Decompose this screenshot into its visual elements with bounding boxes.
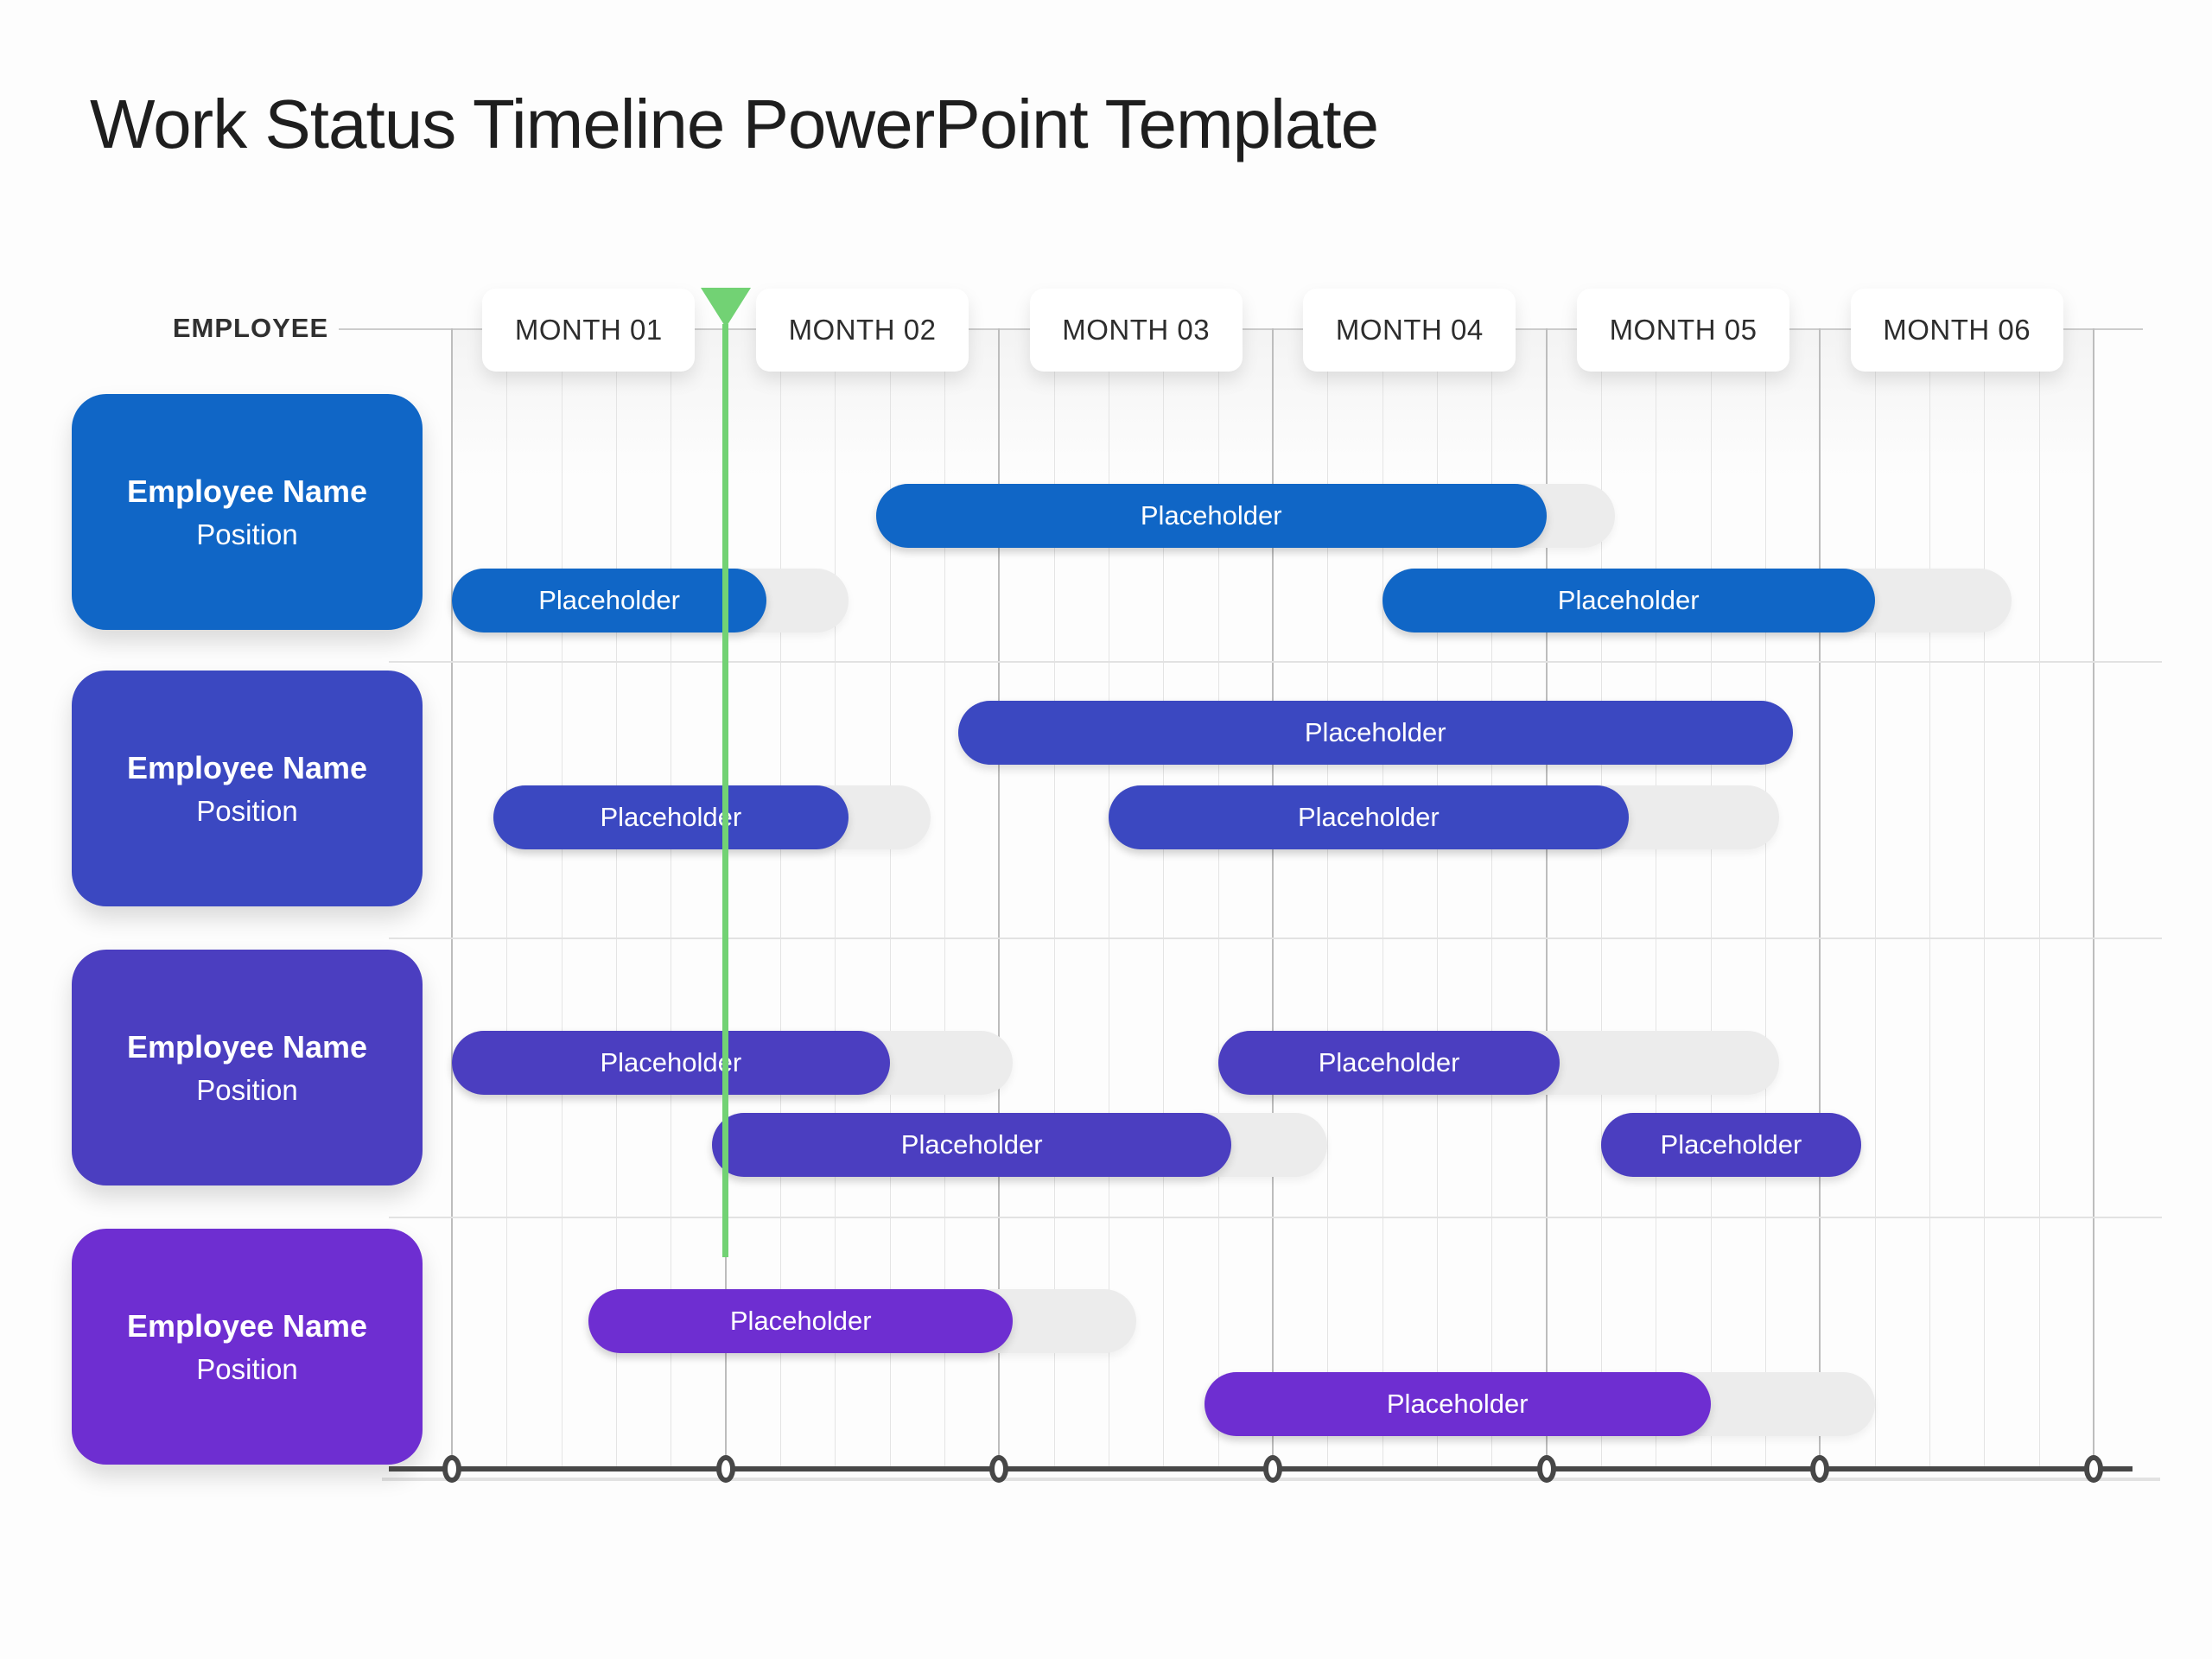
employee-name: Employee Name [126,1307,368,1344]
month-header-6[interactable]: MONTH 06 [1850,289,2063,372]
gantt-bar[interactable]: Placeholder [1382,569,1875,632]
gantt-bar-label: Placeholder [1297,802,1440,832]
month-boundary-gridline [2093,328,2094,1469]
row-separator-line [389,938,2162,939]
month-header-label: MONTH 04 [1335,314,1484,346]
minor-gridline [1437,328,1438,1469]
employee-position: Position [196,518,298,550]
month-header-5[interactable]: MONTH 05 [1577,289,1789,372]
axis-tick-marker [1810,1455,1830,1483]
row-separator-line [389,1217,2162,1218]
month-boundary-gridline [1545,328,1548,1469]
axis-tick-marker [1536,1455,1556,1483]
axis-tick-marker [2084,1455,2103,1483]
minor-gridline [1984,328,1986,1469]
gantt-bar-label: Placeholder [1557,585,1700,615]
gantt-bar-label: Placeholder [600,802,742,832]
minor-gridline [944,328,945,1469]
month-header-2[interactable]: MONTH 02 [756,289,969,372]
month-header-label: MONTH 03 [1062,314,1211,346]
employee-position: Position [196,1352,298,1385]
employee-name: Employee Name [126,473,368,509]
minor-gridline [1874,328,1876,1469]
month-header-label: MONTH 05 [1609,314,1758,346]
employee-position: Position [196,794,298,827]
gantt-bar-label: Placeholder [729,1306,872,1336]
minor-gridline [835,328,836,1469]
minor-gridline [1382,328,1383,1469]
month-boundary-gridline [998,328,1001,1469]
minor-gridline [780,328,781,1469]
employee-position: Position [196,1073,298,1106]
gantt-bar[interactable]: Placeholder [452,569,767,632]
minor-gridline [2038,328,2040,1469]
employee-name: Employee Name [126,749,368,785]
minor-gridline [889,328,891,1469]
gantt-bar-label: Placeholder [1140,500,1282,531]
axis-tick-marker [442,1455,461,1483]
today-marker-line [722,324,729,1257]
minor-gridline [1053,328,1055,1469]
minor-gridline [1327,328,1329,1469]
minor-gridline [1163,328,1165,1469]
gantt-bar-label: Placeholder [538,585,680,615]
minor-gridline [616,328,617,1469]
minor-gridline [1929,328,1930,1469]
month-boundary-gridline [1819,328,1821,1469]
gantt-bar-label: Placeholder [1318,1047,1460,1077]
month-boundary-gridline [451,328,453,1469]
month-boundary-gridline [1272,328,1274,1469]
gantt-bar[interactable]: Placeholder [1109,785,1629,849]
gantt-bar[interactable]: Placeholder [875,484,1547,548]
minor-gridline [561,328,563,1469]
gantt-bar[interactable]: Placeholder [452,1031,890,1095]
employee-column-header: EMPLOYEE [172,313,329,343]
gantt-bar[interactable]: Placeholder [1217,1031,1560,1095]
month-header-3[interactable]: MONTH 03 [1029,289,1243,372]
timeline-axis-line [389,1466,2133,1471]
gantt-bar[interactable]: Placeholder [1204,1372,1711,1436]
gantt-bar[interactable]: Placeholder [588,1289,1014,1353]
minor-gridline [1765,328,1766,1469]
gantt-bar-label: Placeholder [900,1129,1043,1160]
axis-tick-marker [715,1455,735,1483]
month-header-label: MONTH 02 [788,314,937,346]
axis-tick-marker [989,1455,1009,1483]
gantt-bar-label: Placeholder [1386,1389,1529,1419]
minor-gridline [1601,328,1602,1469]
month-header-4[interactable]: MONTH 04 [1303,289,1516,372]
gantt-bar[interactable]: Placeholder [493,785,849,849]
gantt-bar-label: Placeholder [600,1047,742,1077]
gantt-bar[interactable]: Placeholder [1601,1113,1861,1177]
today-marker-triangle-icon [700,288,751,327]
gantt-bar-label: Placeholder [1660,1129,1802,1160]
employee-name: Employee Name [126,1028,368,1065]
gantt-bar[interactable]: Placeholder [957,701,1793,765]
month-header-label: MONTH 01 [514,314,663,346]
minor-gridline [1710,328,1712,1469]
axis-tick-marker [1263,1455,1282,1483]
minor-gridline [1217,328,1219,1469]
gantt-bar[interactable]: Placeholder [711,1113,1232,1177]
gantt-bar-label: Placeholder [1304,717,1446,747]
month-header-label: MONTH 06 [1883,314,2031,346]
minor-gridline [1491,328,1493,1469]
slide-title: Work Status Timeline PowerPoint Template [90,86,1379,162]
row-separator-line [389,661,2162,663]
month-header-1[interactable]: MONTH 01 [482,289,696,372]
minor-gridline [506,328,508,1469]
